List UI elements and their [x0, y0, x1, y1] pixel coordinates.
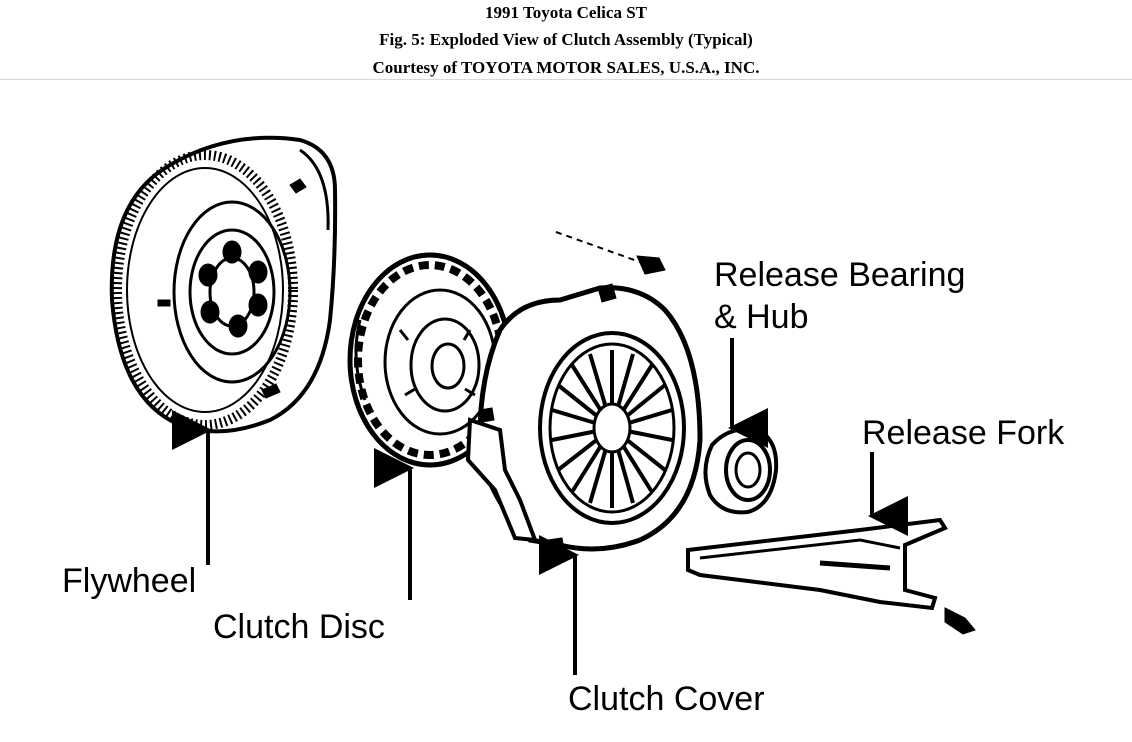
courtesy-line: Courtesy of TOYOTA MOTOR SALES, U.S.A., …	[372, 58, 760, 77]
flywheel-label: Flywheel	[62, 562, 196, 600]
clutch-cover-label: Clutch Cover	[568, 680, 765, 718]
release-fork-part	[686, 517, 976, 635]
flywheel-part	[109, 135, 338, 434]
leader-lines	[172, 338, 908, 675]
figure-caption: Fig. 5: Exploded View of Clutch Assembly…	[379, 30, 753, 49]
page-title: 1991 Toyota Celica ST	[485, 3, 647, 22]
clutch-exploded-diagram: Flywheel Clutch Disc Clutch Cover Releas…	[62, 135, 1065, 718]
clutch-cover-part	[465, 283, 703, 553]
release-bearing-label-line2: & Hub	[714, 298, 809, 336]
release-fork-label: Release Fork	[862, 414, 1065, 452]
cover-bolt-part	[555, 231, 666, 275]
release-bearing-label-line1: Release Bearing	[714, 256, 965, 294]
figure-header: 1991 Toyota Celica ST Fig. 5: Exploded V…	[0, 0, 1132, 80]
release-bearing-part	[703, 427, 779, 515]
clutch-disc-label: Clutch Disc	[213, 608, 385, 646]
